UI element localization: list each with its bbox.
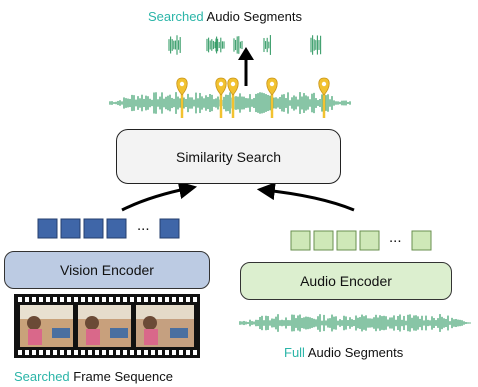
film-perforation bbox=[151, 350, 155, 355]
film-perforation bbox=[172, 297, 176, 302]
film-perforation bbox=[32, 350, 36, 355]
audio-tokens-ellipsis: ... bbox=[389, 229, 402, 246]
film-perforation bbox=[186, 350, 190, 355]
film-perforation bbox=[53, 297, 57, 302]
film-perforation bbox=[88, 297, 92, 302]
film-perforation bbox=[74, 297, 78, 302]
film-perforation bbox=[74, 350, 78, 355]
frame-sequence-title: Searched Frame Sequence bbox=[14, 369, 173, 384]
film-perforation bbox=[165, 297, 169, 302]
full-audio-title: Full Audio Segments bbox=[284, 345, 403, 360]
searched-audio-text: Audio Segments bbox=[203, 9, 302, 24]
location-pin-icon bbox=[227, 77, 239, 96]
film-perforation bbox=[46, 350, 50, 355]
vision-encoder-box: Vision Encoder bbox=[4, 251, 210, 289]
curved-arrow-icon bbox=[121, 181, 198, 212]
film-perforation bbox=[95, 350, 99, 355]
pin-dot bbox=[218, 81, 224, 87]
film-perforation bbox=[151, 297, 155, 302]
film-perforation bbox=[102, 350, 106, 355]
full-audio-waveform bbox=[239, 314, 471, 332]
film-perforation bbox=[137, 297, 141, 302]
film-perforation bbox=[186, 297, 190, 302]
film-perforation bbox=[88, 350, 92, 355]
film-perforation bbox=[123, 350, 127, 355]
similarity-search-label: Similarity Search bbox=[175, 148, 282, 165]
top-waveform bbox=[109, 92, 351, 114]
location-pin-icon bbox=[266, 77, 278, 96]
film-perforation bbox=[123, 297, 127, 302]
film-perforation bbox=[95, 297, 99, 302]
film-perforation bbox=[109, 350, 113, 355]
pin-dot bbox=[269, 81, 275, 87]
film-perforation bbox=[165, 350, 169, 355]
film-perforation bbox=[116, 350, 120, 355]
film-perforation bbox=[53, 350, 57, 355]
film-strip-icon bbox=[14, 294, 200, 358]
curved-arrow-icon bbox=[256, 182, 355, 212]
film-perforation bbox=[130, 297, 134, 302]
audio-tokens bbox=[290, 230, 432, 251]
location-pin-icon bbox=[215, 77, 227, 96]
film-perforation bbox=[60, 297, 64, 302]
searched-audio-snippets bbox=[168, 35, 322, 55]
film-perforation bbox=[179, 297, 183, 302]
location-pin-icon bbox=[318, 77, 330, 96]
film-perforation bbox=[46, 297, 50, 302]
film-perforation bbox=[32, 297, 36, 302]
film-perforation bbox=[144, 350, 148, 355]
pin-dot bbox=[230, 81, 236, 87]
film-perforation bbox=[158, 297, 162, 302]
film-perforation bbox=[39, 350, 43, 355]
film-perforation bbox=[18, 297, 22, 302]
film-perforation bbox=[67, 297, 71, 302]
searched-highlight: Searched bbox=[148, 9, 204, 24]
film-perforation bbox=[25, 350, 29, 355]
pin-dot bbox=[321, 81, 327, 87]
vision-encoder-label: Vision Encoder bbox=[60, 262, 154, 278]
similarity-search-box: Similarity Search bbox=[116, 129, 341, 184]
film-perforation bbox=[81, 297, 85, 302]
film-perforation bbox=[130, 350, 134, 355]
frame-sequence-text: Frame Sequence bbox=[69, 369, 173, 384]
film-perforation bbox=[60, 350, 64, 355]
film-perforation bbox=[137, 350, 141, 355]
film-perforation bbox=[25, 297, 29, 302]
film-perforation bbox=[109, 297, 113, 302]
film-perforation bbox=[144, 297, 148, 302]
pin-dot bbox=[179, 81, 185, 87]
match-markers bbox=[176, 77, 330, 118]
full-audio-text: Audio Segments bbox=[304, 345, 404, 360]
full-highlight: Full bbox=[284, 345, 305, 360]
searched-audio-title: Searched Audio Segments bbox=[148, 9, 302, 24]
film-perforation bbox=[39, 297, 43, 302]
film-perforation bbox=[179, 350, 183, 355]
film-perforation bbox=[116, 297, 120, 302]
film-perforation bbox=[18, 350, 22, 355]
audio-encoder-label: Audio Encoder bbox=[300, 273, 392, 289]
film-perforation bbox=[193, 297, 197, 302]
vision-tokens-ellipsis: ... bbox=[137, 217, 150, 234]
audio-encoder-box: Audio Encoder bbox=[240, 262, 452, 300]
location-pin-icon bbox=[176, 77, 188, 96]
arrow-up-icon bbox=[238, 47, 254, 86]
film-perforation bbox=[81, 350, 85, 355]
frames-highlight: Searched bbox=[14, 369, 70, 384]
film-perforation bbox=[193, 350, 197, 355]
film-perforation bbox=[158, 350, 162, 355]
vision-tokens bbox=[37, 218, 180, 239]
film-perforation bbox=[172, 350, 176, 355]
film-perforation bbox=[102, 297, 106, 302]
film-perforation bbox=[67, 350, 71, 355]
